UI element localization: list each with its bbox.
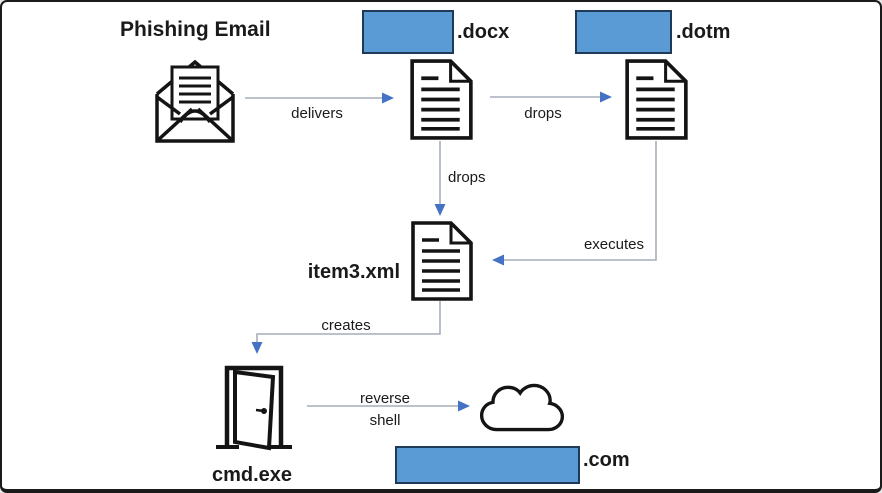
redacted-docx-filename-box — [362, 10, 454, 54]
docx-extension-label: .docx — [457, 21, 510, 43]
drops-arrow-docx-dotm — [490, 91, 612, 103]
delivers-arrow — [245, 92, 394, 104]
com-extension-label: .com — [583, 449, 630, 471]
item3-xml-label: item3.xml — [307, 261, 400, 283]
phishing-email-title: Phishing Email — [120, 18, 271, 41]
creates-label: creates — [321, 317, 371, 334]
dotm-document-icon — [624, 58, 689, 141]
open-envelope-icon — [152, 56, 238, 144]
drops-label-docx-dotm: drops — [524, 105, 562, 122]
delivers-label: delivers — [291, 105, 343, 122]
redacted-dotm-filename-box — [575, 10, 672, 54]
cloud-icon — [476, 380, 568, 436]
executes-label: executes — [583, 236, 645, 253]
drops-label-docx-xml: drops — [448, 169, 486, 186]
open-door-icon — [215, 358, 293, 451]
reverse-shell-label-line2: shell — [369, 412, 401, 429]
reverse-shell-label-line1: reverse — [359, 390, 411, 407]
cmd-exe-label: cmd.exe — [211, 464, 293, 486]
drops-arrow-docx-xml — [434, 141, 446, 216]
reverse-shell-label: reverse shell — [335, 388, 435, 432]
docx-document-icon — [409, 58, 474, 141]
item3-xml-document-icon — [410, 219, 474, 303]
dotm-extension-label: .dotm — [676, 21, 731, 43]
redacted-domain-name-box — [395, 446, 580, 484]
